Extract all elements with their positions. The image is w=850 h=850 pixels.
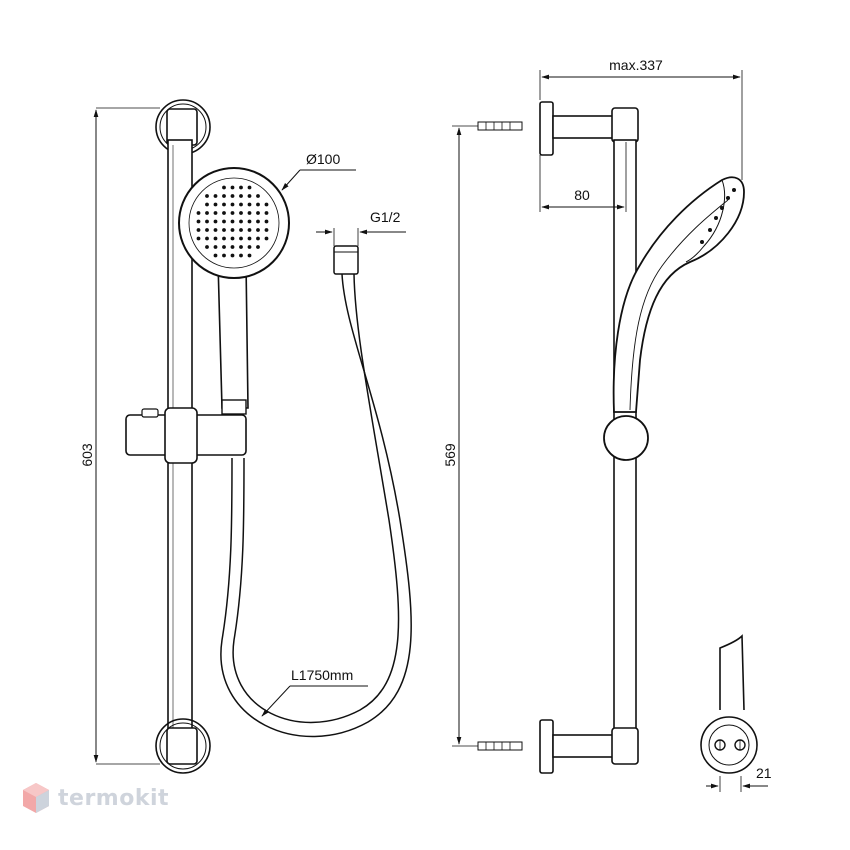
watermark-text: termokit (58, 785, 170, 811)
nozzle-dot (256, 211, 260, 215)
bracket-spacing-dimension: 569 (442, 443, 458, 467)
nozzle-dot (239, 219, 243, 224)
nozzle-dot (222, 219, 226, 224)
nozzle-dot (213, 236, 218, 241)
nozzle-dot (205, 228, 209, 232)
nozzle-dot (239, 194, 243, 198)
nozzle-dot (264, 219, 269, 224)
nozzle-dot (222, 185, 226, 190)
nozzle-dot (239, 253, 243, 258)
nozzle-dot (222, 202, 226, 207)
nozzle-dot (230, 245, 235, 249)
nozzle-dot (256, 219, 260, 224)
hand-shower-front (178, 167, 290, 415)
nozzle-dot (205, 245, 209, 249)
nozzle-dot (196, 219, 201, 224)
side-view: max.337 80 569 (442, 57, 745, 774)
nozzle-dots (196, 185, 269, 258)
nozzle-dot (196, 236, 201, 241)
nozzle-dot (213, 253, 218, 258)
front-view: 603 Ø100 G1/2 L1750mm (79, 99, 412, 774)
slider-holder (125, 407, 247, 464)
max-depth-dimension: max.337 (609, 57, 663, 73)
cube-logo-icon (23, 783, 49, 813)
nozzle-dot (213, 219, 218, 224)
nozzle-dot (222, 211, 226, 215)
hand-shower-side (612, 176, 745, 413)
nozzle-dot (247, 194, 252, 198)
nozzle-dot (256, 228, 260, 232)
nozzle-dot (222, 245, 226, 249)
nozzle-dot (239, 202, 243, 207)
nozzle-dot (247, 253, 252, 258)
nozzle-dot (230, 185, 235, 190)
nozzle-dot (205, 219, 209, 224)
nozzle-dot (239, 185, 243, 190)
nozzle-dot (222, 194, 226, 198)
bottom-bracket (155, 718, 211, 774)
hose-length-label: L1750mm (291, 667, 353, 683)
nozzle-dot (239, 245, 243, 249)
nozzle-dot (264, 211, 269, 215)
nozzle-dot (230, 253, 235, 258)
nozzle-dot (213, 194, 218, 198)
wall-offset-dimension: 80 (574, 187, 590, 203)
nozzle-dot (230, 236, 235, 241)
nozzle-dot (205, 202, 209, 207)
nozzle-dot (230, 194, 235, 198)
nozzle-dot (264, 236, 269, 241)
nozzle-dot (239, 211, 243, 215)
bottom-wall-mount-side (477, 719, 639, 774)
nozzle-dot (222, 228, 226, 232)
nozzle-dot (256, 194, 260, 198)
nozzle-dot (247, 185, 252, 190)
top-wall-mount-side (477, 101, 639, 156)
nozzle-dot (222, 253, 226, 258)
bracket-width-dimension: 21 (756, 765, 772, 781)
head-diameter-label: Ø100 (306, 151, 340, 167)
bracket-detail-view: 21 (700, 634, 772, 792)
nozzle-dot (247, 245, 252, 249)
thread-size-label: G1/2 (370, 209, 401, 225)
nozzle-dot (247, 228, 252, 232)
nozzle-dot (230, 211, 235, 215)
nozzle-dot (230, 219, 235, 224)
nozzle-dot (230, 228, 235, 232)
nozzle-dot (264, 228, 269, 232)
nozzle-dot (222, 236, 226, 241)
nozzle-dot (264, 202, 269, 207)
nozzle-dot (247, 202, 252, 207)
nozzle-dot (256, 202, 260, 207)
nozzle-dot (205, 211, 209, 215)
slider-knob-side (603, 415, 649, 461)
nozzle-dot (247, 236, 252, 241)
nozzle-dot (196, 211, 201, 215)
nozzle-dot (213, 228, 218, 232)
nozzle-dot (247, 211, 252, 215)
nozzle-dot (205, 194, 209, 198)
nozzle-dot (239, 236, 243, 241)
nozzle-dot (256, 245, 260, 249)
nozzle-dot (239, 228, 243, 232)
nozzle-dot (213, 245, 218, 249)
rail-height-dimension: 603 (79, 443, 95, 467)
nozzle-dot (213, 211, 218, 215)
nozzle-dot (213, 202, 218, 207)
nozzle-dot (196, 228, 201, 232)
nozzle-dot (256, 236, 260, 241)
termokit-watermark: termokit (22, 782, 169, 814)
nozzle-dot (247, 219, 252, 224)
nozzle-dot (205, 236, 209, 241)
hose (220, 245, 412, 738)
nozzle-dot (230, 202, 235, 207)
